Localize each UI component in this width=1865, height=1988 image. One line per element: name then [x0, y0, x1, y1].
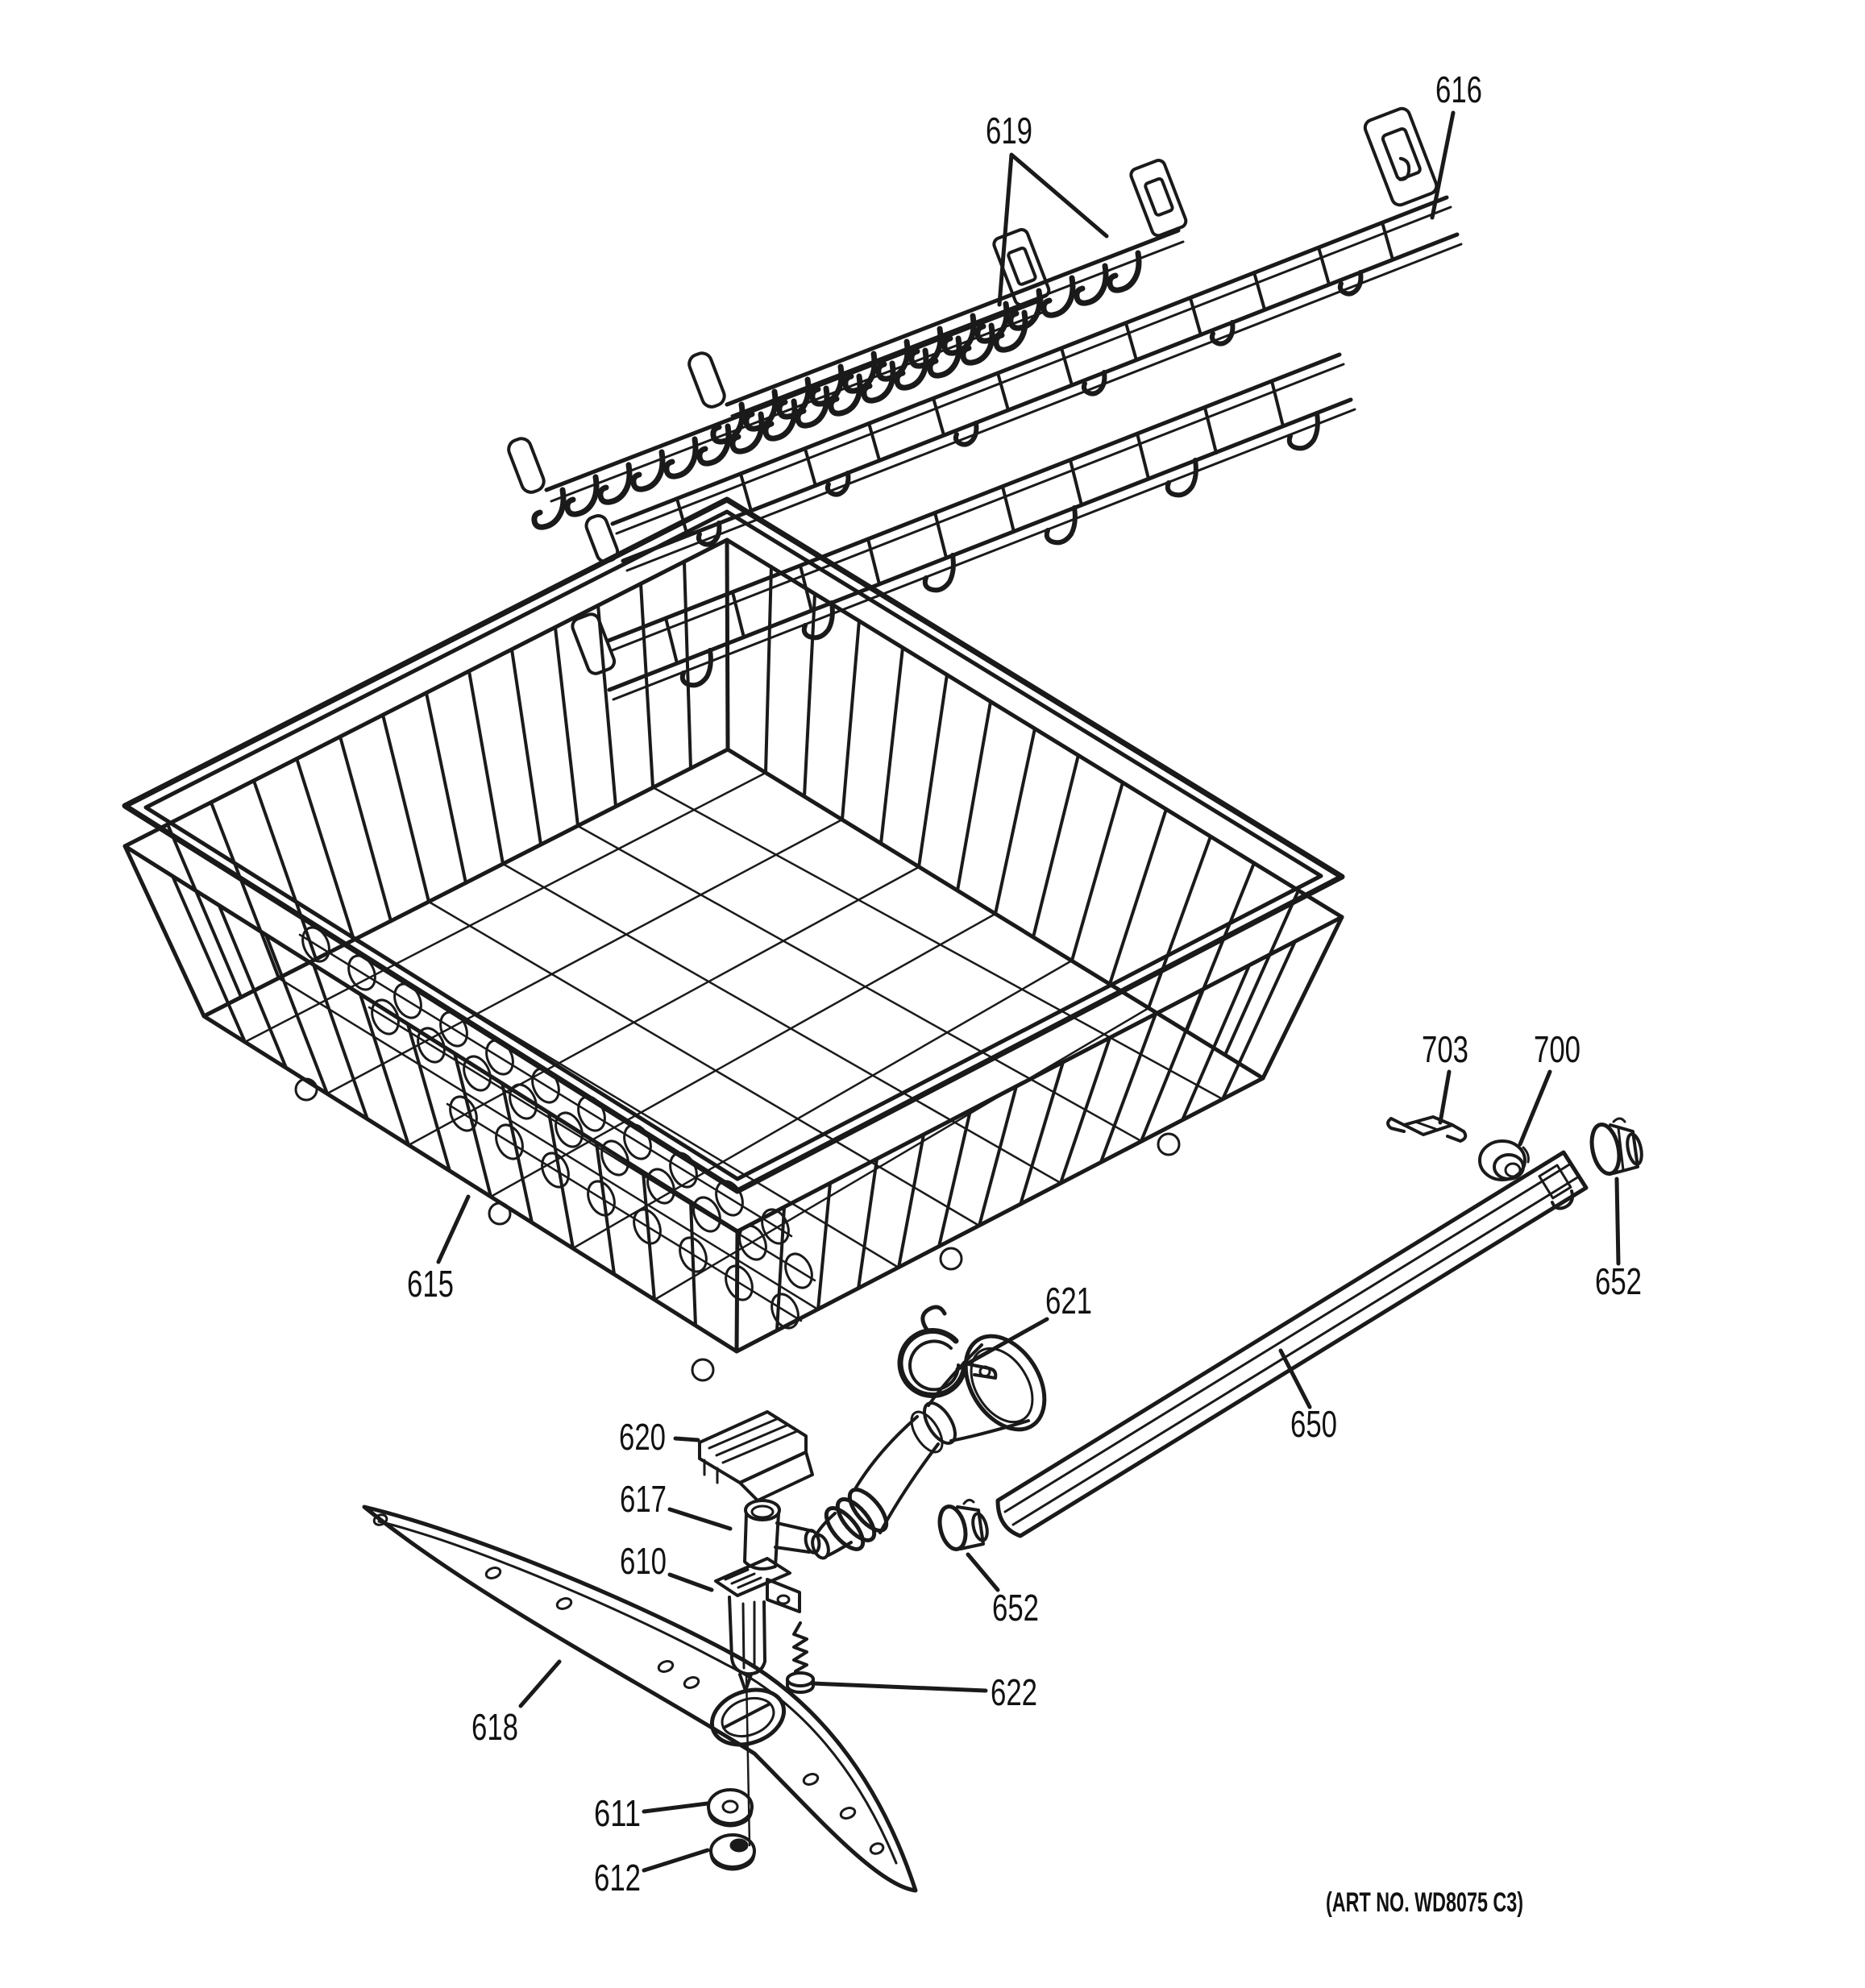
part-label-622: 622: [991, 1671, 1037, 1713]
end-cap-652-lower: [937, 1498, 989, 1551]
part-label-700: 700: [1534, 1028, 1580, 1070]
grommet-700: [1478, 1139, 1530, 1181]
part-label-650: 650: [1290, 1403, 1337, 1445]
spray-arm-holes: [372, 1513, 885, 1855]
part-label-618: 618: [471, 1706, 518, 1748]
basket-interior-tines: [296, 922, 819, 1334]
water-feed-dock-610: [714, 1557, 801, 1692]
retainer-clip-703: [1386, 1115, 1468, 1143]
basket-rim: [122, 496, 1345, 1354]
art-number: (ART NO. WD8075 C3): [1326, 1887, 1523, 1918]
part-label-652-lower: 652: [992, 1587, 1039, 1629]
part-label-621: 621: [1045, 1280, 1092, 1322]
tine-row-end-clip: [1129, 159, 1188, 238]
hose-clamp-621: [897, 1305, 998, 1399]
tine-row-front-619: [507, 228, 1051, 527]
screw-622: [786, 1621, 815, 1694]
basket-wires-front-right: [775, 940, 1297, 1332]
tine-row-back-619: [687, 159, 1188, 442]
upper-rack-basket-615: [122, 496, 1345, 1382]
conduit-channel-650: [995, 1150, 1589, 1538]
supply-tube-650: [811, 1334, 1047, 1560]
part-label-617: 617: [620, 1478, 667, 1520]
part-label-612: 612: [594, 1857, 641, 1899]
part-label-619: 619: [986, 110, 1032, 151]
part-label-620: 620: [619, 1416, 666, 1458]
basket-wires-back-right: [764, 565, 1300, 1056]
part-labels: 619 616 615 703 700 652 650 621 620 617 …: [407, 68, 1642, 1899]
part-label-652-right: 652: [1595, 1260, 1642, 1302]
part-label-611: 611: [594, 1792, 641, 1834]
basket-floor-wires: [243, 771, 1224, 1311]
spray-arm-618: [362, 1504, 918, 1893]
washer-611: [707, 1788, 754, 1828]
elbow-fitting-617: [743, 1499, 821, 1571]
part-label-616: 616: [1435, 68, 1482, 110]
rack-mount-bracket: [1363, 106, 1439, 207]
basket-wires-front-left: [171, 874, 697, 1327]
leader-lines: [436, 110, 1621, 1873]
basket-rollers: [294, 1077, 1181, 1382]
stop-bracket-620: [698, 1410, 814, 1502]
end-cap-652-right: [1589, 1117, 1643, 1177]
basket-wires-back-left: [166, 560, 692, 998]
bearing-cap-612: [709, 1833, 756, 1871]
part-label-615: 615: [407, 1263, 454, 1305]
part-label-610: 610: [620, 1540, 667, 1582]
part-label-703: 703: [1422, 1028, 1468, 1070]
